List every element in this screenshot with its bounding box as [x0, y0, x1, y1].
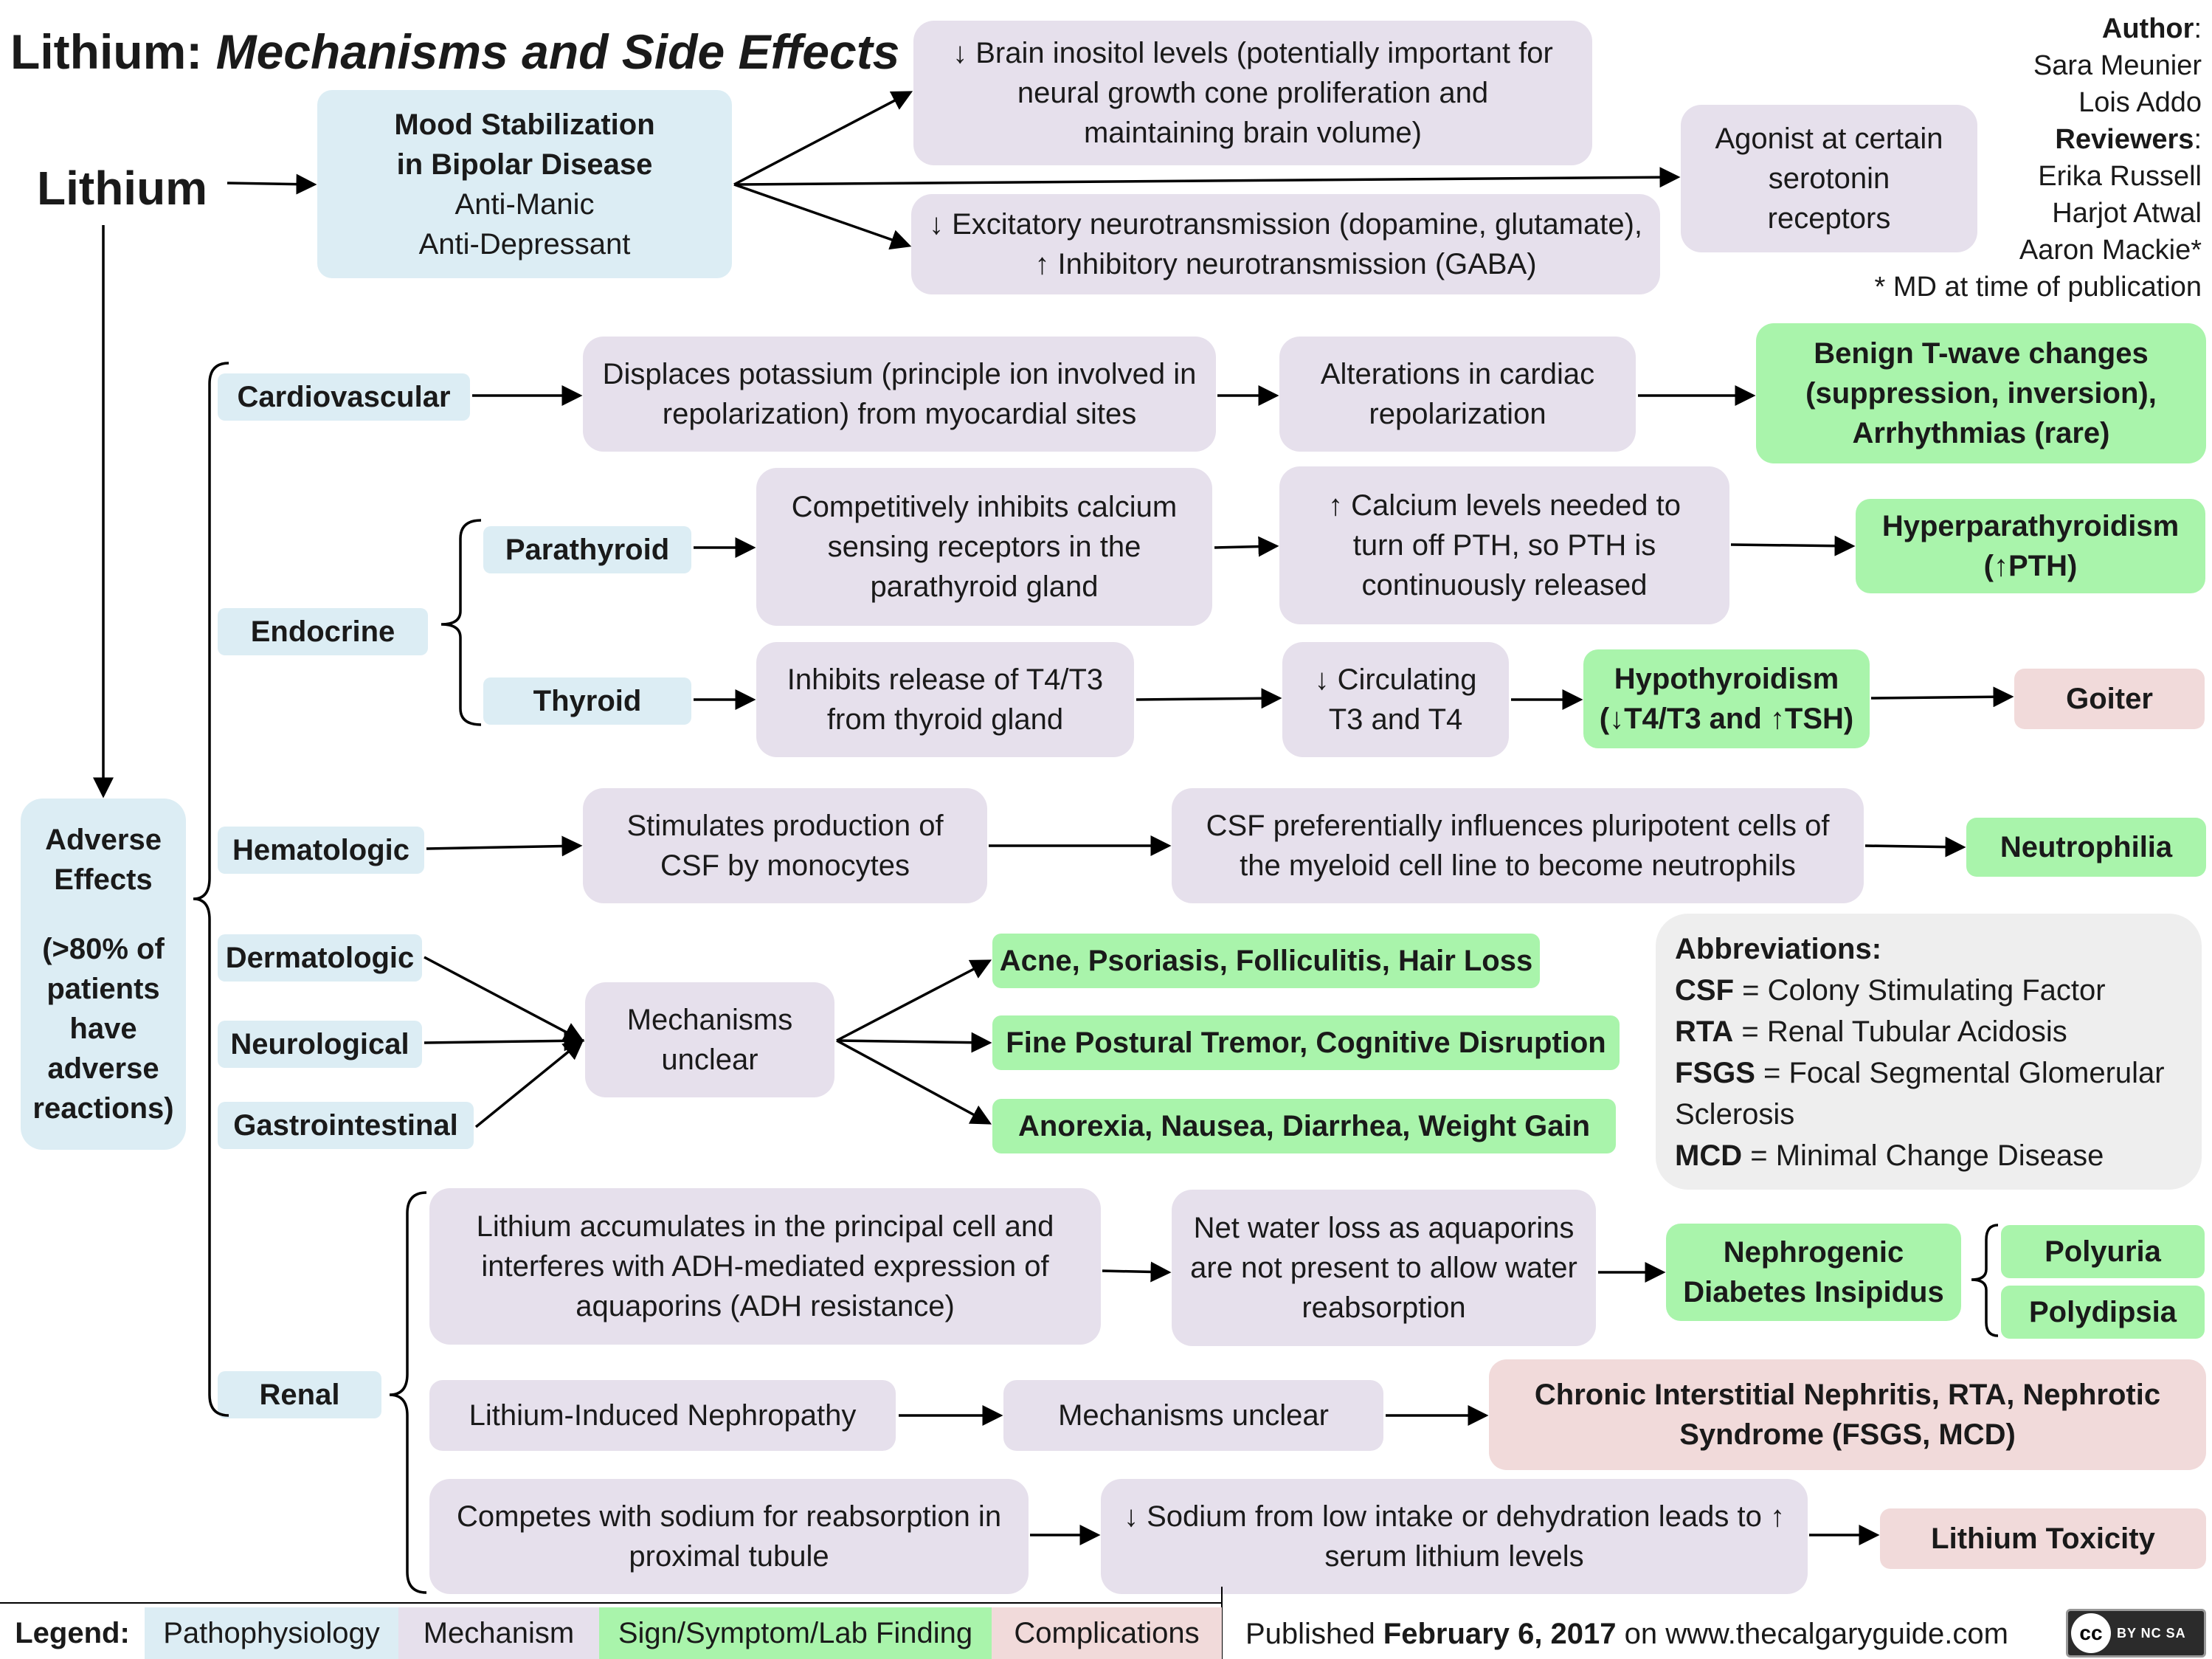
mood-title: Mood Stabilization — [394, 108, 655, 141]
legend-sign: Sign/Symptom/Lab Finding — [599, 1607, 992, 1659]
reviewer-name: Erika Russell — [2038, 161, 2202, 192]
lithium-root: Lithium — [37, 162, 208, 215]
ndi-sign: Nephrogenic Diabetes Insipidus — [1666, 1224, 1961, 1321]
renal-adh-mechanism: Lithium accumulates in the principal cel… — [429, 1188, 1101, 1345]
system-neurological: Neurological — [218, 1021, 422, 1068]
abbreviation-item: MCD = Minimal Change Disease — [1675, 1139, 2104, 1172]
mechanisms-unclear-box: Mechanisms unclear — [585, 982, 834, 1097]
hyperparathyroidism-label: Hyperparathyroidism — [1881, 510, 2180, 542]
abbreviation-item: RTA = Renal Tubular Acidosis — [1675, 1015, 2067, 1048]
adverse-title: Effects — [54, 863, 153, 896]
reviewer-name: Aaron Mackie* — [2019, 235, 2202, 266]
lithium-toxicity-complication: Lithium Toxicity — [1880, 1508, 2206, 1569]
legend-pathophysiology: Pathophysiology — [145, 1607, 398, 1659]
parathyroid-mechanism-1: Competitively inhibits calcium sensing r… — [756, 468, 1212, 626]
adverse-subtitle: (>80% of patients have adverse reactions… — [32, 933, 174, 1125]
inositol-box: ↓ Brain inositol levels (potentially imp… — [913, 21, 1592, 165]
reviewer-name: Harjot Atwal — [2052, 198, 2202, 229]
abbreviations-title: Abbreviations: — [1675, 933, 1882, 965]
credits-note: * MD at time of publication — [1874, 272, 2202, 303]
system-cardiovascular: Cardiovascular — [218, 373, 470, 421]
thyroid-mechanism-1: Inhibits release of T4/T3 from thyroid g… — [756, 642, 1134, 757]
thyroid-labs-label: (↓T4/T3 and ↑TSH) — [1599, 703, 1854, 735]
hypothyroidism-label: Hypothyroidism — [1614, 663, 1839, 695]
polyuria-sign: Polyuria — [2001, 1225, 2205, 1278]
excitatory-box: ↓ Excitatory neurotransmission (dopamine… — [911, 194, 1660, 294]
title-subtitle: Mechanisms and Side Effects — [215, 24, 900, 79]
abbreviation-item: CSF = Colony Stimulating Factor — [1675, 974, 2106, 1007]
published-date: February 6, 2017 — [1383, 1618, 1617, 1650]
system-endocrine: Endocrine — [218, 608, 428, 655]
mood-title: in Bipolar Disease — [396, 148, 653, 181]
adverse-effects-box: Adverse Effects (>80% of patients have a… — [21, 799, 186, 1150]
legend-mechanism: Mechanism — [398, 1607, 599, 1659]
nephritis-complication: Chronic Interstitial Nephritis, RTA, Nep… — [1489, 1359, 2206, 1470]
renal-sodium-mechanism: Competes with sodium for reabsorption in… — [429, 1479, 1029, 1594]
serotonin-box: Agonist at certain serotonin receptors — [1681, 105, 1977, 252]
adverse-title: Adverse — [45, 824, 162, 856]
page-title: Lithium: Mechanisms and Side Effects — [10, 22, 899, 81]
parathyroid-sign: Hyperparathyroidism (↑PTH) — [1856, 499, 2205, 593]
goiter-complication: Goiter — [2014, 669, 2205, 729]
renal-water-loss: Net water loss as aquaporins are not pre… — [1172, 1190, 1596, 1346]
pth-label: (↑PTH) — [1983, 550, 2078, 582]
hematologic-mechanism-1: Stimulates production of CSF by monocyte… — [583, 788, 987, 903]
dermatologic-sign: Acne, Psoriasis, Folliculitis, Hair Loss — [992, 934, 1540, 988]
system-renal: Renal — [218, 1371, 381, 1418]
renal-nephropathy: Lithium-Induced Nephropathy — [429, 1380, 896, 1451]
polydipsia-sign: Polydipsia — [2001, 1286, 2205, 1339]
renal-sodium-low: ↓ Sodium from low intake or dehydration … — [1101, 1479, 1808, 1594]
neutrophilia-sign: Neutrophilia — [1966, 818, 2206, 877]
cc-license-badge: cc BY NC SA — [2066, 1609, 2206, 1658]
neurological-sign: Fine Postural Tremor, Cognitive Disrupti… — [992, 1015, 1620, 1070]
author-name: Sara Meunier — [2033, 50, 2202, 81]
cc-logo-icon: cc — [2071, 1613, 2111, 1653]
cardio-mechanism-2: Alterations in cardiac repolarization — [1279, 337, 1636, 452]
legend-complications: Complications — [992, 1607, 1222, 1659]
credits: Author: Sara Meunier Lois Addo Reviewers… — [1874, 10, 2202, 306]
abbreviation-item: FSGS = Focal Segmental Glomerular Sclero… — [1675, 1057, 2165, 1131]
mood-line: Anti-Manic — [455, 187, 595, 221]
hematologic-mechanism-2: CSF preferentially influences pluripoten… — [1172, 788, 1864, 903]
thyroid-mechanism-2: ↓ Circulating T3 and T4 — [1282, 642, 1509, 757]
system-hematologic: Hematologic — [218, 827, 424, 874]
mood-line: Anti-Depressant — [418, 227, 631, 261]
system-parathyroid: Parathyroid — [483, 526, 691, 573]
reviewers-label: Reviewers — [2055, 124, 2194, 155]
system-dermatologic: Dermatologic — [218, 934, 422, 982]
gastrointestinal-sign: Anorexia, Nausea, Diarrhea, Weight Gain — [992, 1099, 1616, 1153]
author-name: Lois Addo — [2078, 87, 2202, 118]
system-thyroid: Thyroid — [483, 677, 691, 725]
mood-stabilization-box: Mood Stabilization in Bipolar Disease An… — [317, 90, 732, 278]
cc-terms-text: BY NC SA — [2117, 1625, 2186, 1641]
title-main: Lithium: — [10, 24, 203, 79]
renal-mechanisms-unclear: Mechanisms unclear — [1003, 1380, 1383, 1451]
legend-label: Legend: — [15, 1616, 130, 1649]
cardio-sign: Benign T-wave changes (suppression, inve… — [1756, 323, 2206, 463]
author-label: Author — [2101, 13, 2194, 44]
abbreviations-box: Abbreviations: CSF = Colony Stimulating … — [1656, 914, 2202, 1190]
published-note: Published February 6, 2017 on www.thecal… — [1245, 1618, 2008, 1650]
cardio-mechanism-1: Displaces potassium (principle ion invol… — [583, 337, 1216, 452]
parathyroid-mechanism-2: ↑ Calcium levels needed to turn off PTH,… — [1279, 466, 1729, 624]
thyroid-sign: Hypothyroidism (↓T4/T3 and ↑TSH) — [1583, 649, 1870, 748]
system-gastrointestinal: Gastrointestinal — [218, 1102, 474, 1149]
